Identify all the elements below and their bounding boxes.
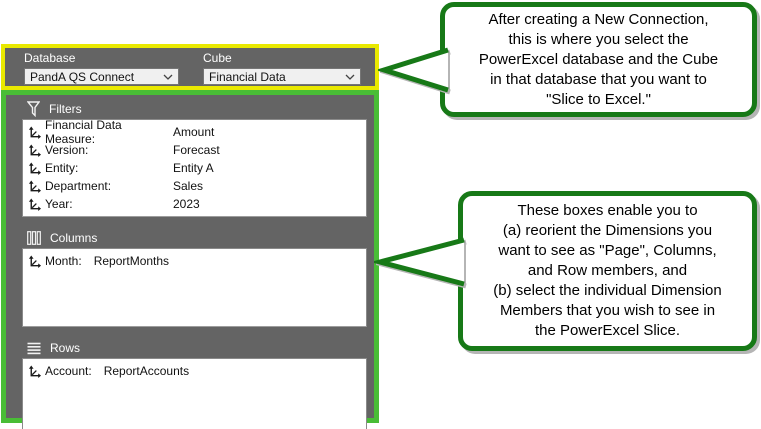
dimension-selection: Amount: [173, 125, 215, 139]
axis-icon: [28, 364, 45, 378]
funnel-icon: [27, 101, 40, 117]
axis-icon: [28, 143, 45, 157]
filter-item[interactable]: Entity: Entity A: [28, 159, 364, 177]
callout-orientation-text: These boxes enable you to (a) reorient t…: [493, 202, 722, 339]
dimension-name: Financial Data Measure:: [45, 119, 122, 146]
columns-section-title: Columns: [50, 231, 98, 245]
axis-icon: [28, 125, 45, 139]
callout-connection-tail: [378, 47, 449, 93]
dimension-selection: Entity A: [173, 161, 214, 175]
callout-connection: After creating a New Connection, this is…: [440, 2, 757, 117]
cube-selected-value: Financial Data: [209, 69, 286, 84]
database-label: Database: [24, 51, 76, 65]
filters-section-title: Filters: [49, 102, 82, 116]
database-select[interactable]: PandA QS Connect: [24, 68, 179, 85]
rows-icon: [27, 342, 41, 354]
dimension-name: Entity:: [45, 161, 79, 175]
dimension-selection: 2023: [173, 197, 200, 211]
filters-listbox: Financial Data Measure: Amount Version: …: [22, 119, 367, 217]
dimension-selection: ReportMonths: [93, 254, 170, 268]
row-item[interactable]: Account: ReportAccounts: [28, 362, 364, 380]
dimension-name: Account:: [45, 364, 92, 378]
filter-item[interactable]: Financial Data Measure: Amount: [28, 120, 364, 146]
filter-item[interactable]: Version: Forecast: [28, 141, 364, 159]
connection-panel: Database PandA QS Connect Cube Financial…: [1, 44, 379, 90]
cube-label: Cube: [203, 51, 232, 65]
dimension-name: Year:: [45, 197, 73, 211]
chevron-down-icon: [163, 74, 173, 80]
slice-designer-panel: Filters Financial Data Measure: Amount V…: [1, 90, 379, 429]
dimension-name: Department:: [45, 179, 112, 193]
chevron-down-icon: [345, 74, 355, 80]
dimension-name: Version:: [45, 143, 89, 157]
dimension-selection: Sales: [173, 179, 204, 193]
dimension-selection: Forecast: [173, 143, 220, 157]
filters-section-header: Filters: [27, 100, 367, 118]
database-field-group: Database PandA QS Connect: [24, 51, 179, 86]
rows-listbox: Account: ReportAccounts: [22, 358, 367, 429]
filter-item[interactable]: Department: Sales: [28, 177, 364, 195]
cube-field-group: Cube Financial Data: [203, 51, 361, 86]
callout-orientation: These boxes enable you to (a) reorient t…: [458, 191, 757, 351]
dimension-selection: ReportAccounts: [103, 364, 190, 378]
axis-icon: [28, 161, 45, 175]
callout-orientation-tail: [374, 237, 465, 287]
cube-select[interactable]: Financial Data: [203, 68, 361, 85]
columns-listbox: Month: ReportMonths: [22, 248, 367, 327]
database-selected-value: PandA QS Connect: [30, 69, 135, 84]
rows-section-title: Rows: [50, 341, 81, 355]
columns-section-header: Columns: [27, 229, 367, 247]
rows-section-header: Rows: [27, 339, 367, 357]
dimension-name: Month:: [45, 254, 82, 268]
filter-item[interactable]: Year: 2023: [28, 195, 364, 213]
columns-icon: [27, 231, 41, 245]
axis-icon: [28, 254, 45, 268]
axis-icon: [28, 197, 45, 211]
column-item[interactable]: Month: ReportMonths: [28, 252, 364, 270]
axis-icon: [28, 179, 45, 193]
callout-connection-text: After creating a New Connection, this is…: [478, 10, 719, 108]
